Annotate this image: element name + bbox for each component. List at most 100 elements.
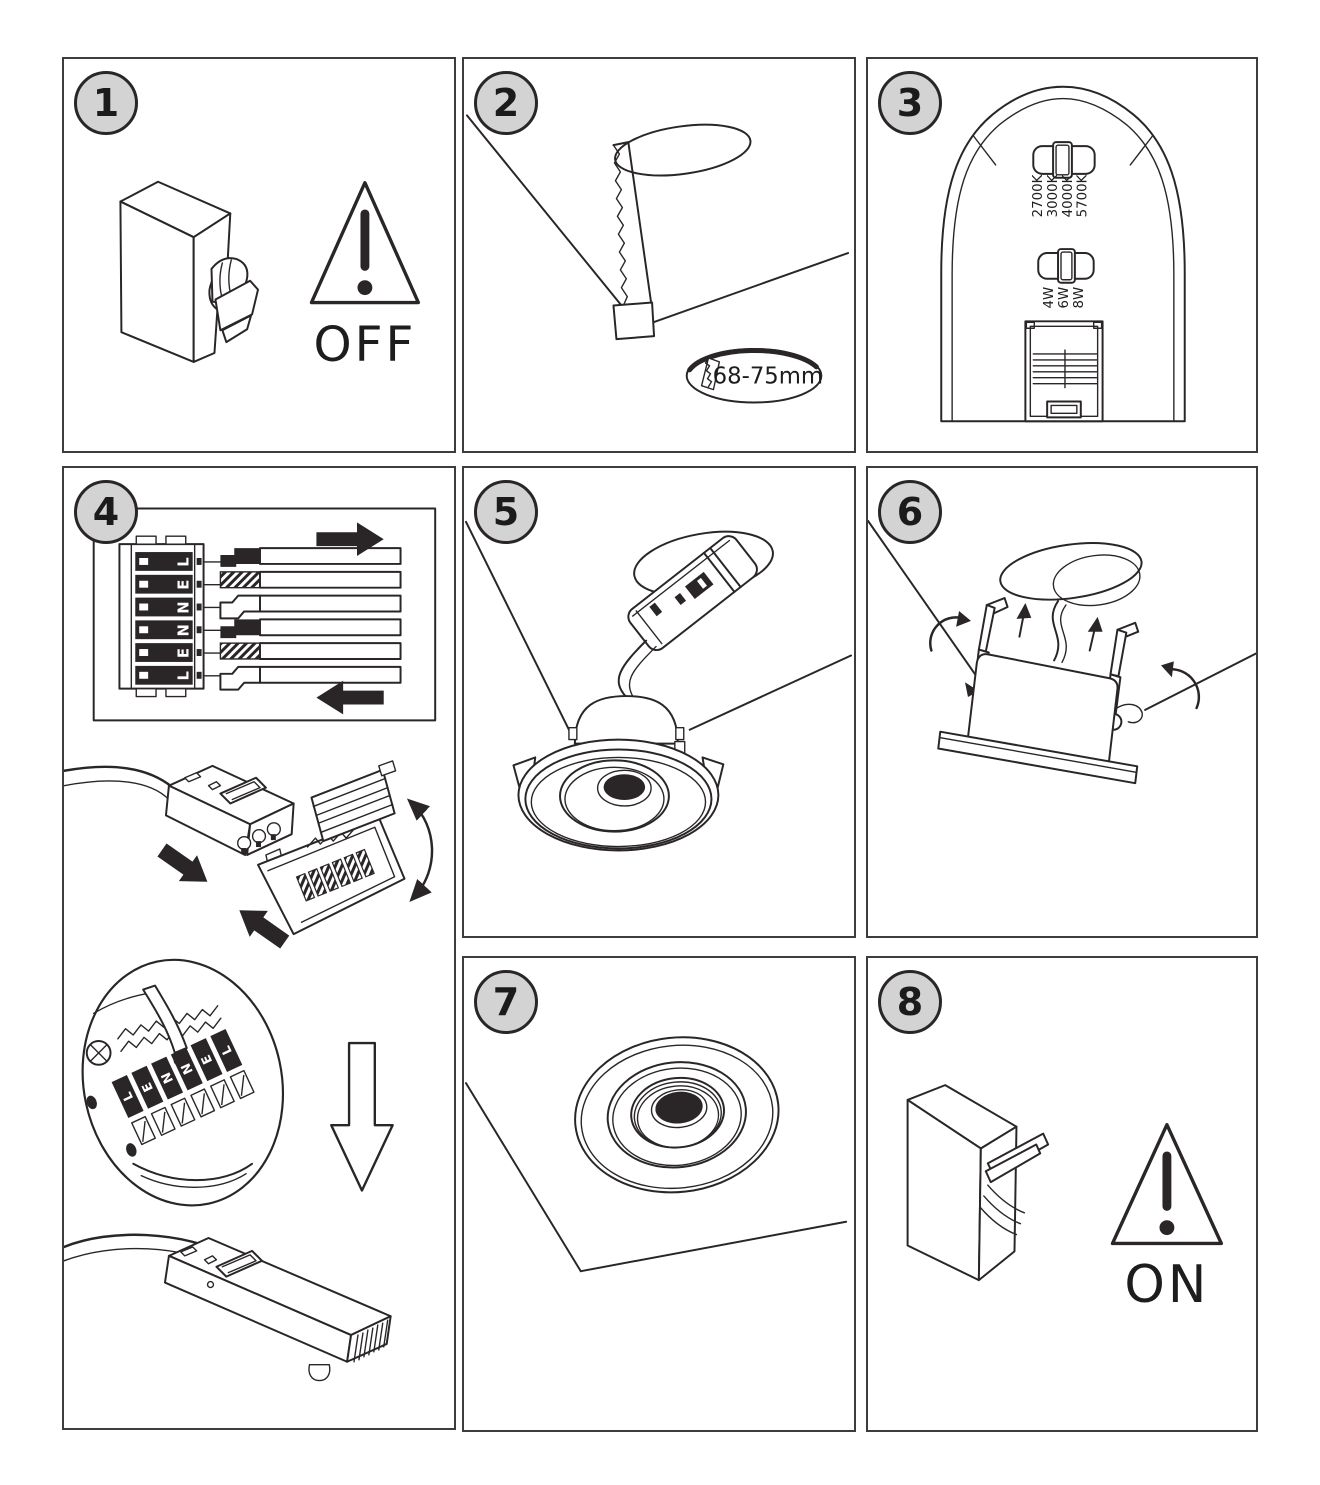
terminal-label: L: [176, 557, 193, 567]
wattage-labels: 4W 6W 8W: [1042, 287, 1087, 309]
wire-leads: [202, 561, 222, 677]
ceiling-hole: [999, 542, 1143, 601]
step-number-badge: 3: [878, 71, 942, 135]
driver-cable: [617, 639, 657, 703]
rotate-arrow-icon: [1160, 661, 1201, 710]
step-panel-5: 5: [462, 466, 856, 938]
step-number: 8: [896, 980, 924, 1024]
svg-text:4000K: 4000K: [1061, 173, 1076, 217]
wire-group-top: [219, 547, 402, 620]
connector-lid: [310, 760, 397, 843]
warning-triangle-icon: [309, 181, 421, 305]
vent-ridges: [353, 1319, 389, 1363]
terminal-detail-view: L E N N E L: [81, 958, 285, 1207]
step-number: 2: [492, 81, 520, 125]
power-off-label: OFF: [313, 317, 416, 373]
step-panel-3: 3 2700K 3000K 4000K 5700K 4W 6W 8W: [866, 57, 1258, 453]
step-number-badge: 4: [74, 480, 138, 544]
circuit-breaker-icon: [119, 180, 260, 363]
svg-text:6W: 6W: [1057, 287, 1072, 309]
step-number: 7: [492, 980, 520, 1024]
cct-labels: 2700K 3000K 4000K 5700K: [1031, 173, 1091, 217]
ceiling-plane: [464, 1082, 848, 1273]
cct-switch: [1032, 141, 1096, 179]
ceiling-plane: [464, 520, 853, 731]
insert-arrow-icon: [316, 522, 384, 557]
push-arrow-icon: [157, 843, 208, 882]
terminal-label: E: [176, 580, 193, 590]
driver-box: [627, 535, 758, 652]
fixture-rear-illustration: 2700K 3000K 4000K 5700K 4W 6W 8W: [940, 85, 1186, 423]
step-number-badge: 1: [74, 71, 138, 135]
svg-text:5700K: 5700K: [1076, 173, 1091, 217]
wiring-diagram-box: L E N N E L: [92, 507, 437, 722]
assembled-driver: [64, 1233, 392, 1382]
power-on-label: ON: [1124, 1255, 1209, 1315]
release-arrow-icon: [316, 680, 384, 715]
svg-text:8W: 8W: [1072, 287, 1087, 309]
step-panel-4: 4: [62, 466, 456, 1430]
terminal-label: N: [176, 624, 193, 636]
step-number: 1: [92, 81, 120, 125]
dimension-callout: 68-75mm: [685, 348, 823, 404]
push-arrow-icon: [239, 910, 290, 949]
step-number: 4: [92, 490, 120, 534]
terminal-label: L: [176, 671, 193, 681]
breaker-off-illustration: OFF: [119, 180, 421, 373]
step-panel-6: 6: [866, 466, 1258, 938]
installed-downlight: [574, 1036, 780, 1194]
ceiling-hole: [614, 123, 752, 177]
close-lid-arrow-icon: [406, 798, 434, 902]
detail-terminal-row: L E N N E L: [111, 1028, 255, 1146]
driver-and-connector: [64, 760, 434, 949]
step-number-badge: 8: [878, 970, 942, 1034]
step-number-badge: 7: [474, 970, 538, 1034]
hole-dimension-label: 68-75mm: [713, 364, 823, 390]
step-panel-8: 8 ON: [866, 956, 1258, 1432]
svg-text:2700K: 2700K: [1031, 173, 1046, 217]
vent-grille: [1032, 349, 1098, 389]
fixture-body: [937, 653, 1139, 785]
step-panel-1: 1 OFF: [62, 57, 456, 453]
ceiling-plane: [868, 519, 1256, 711]
terminal-label: E: [176, 648, 193, 658]
wattage-switch: [1037, 248, 1095, 284]
terminal-connector-block: [1024, 320, 1104, 423]
breaker-on-illustration: ON: [906, 1084, 1224, 1315]
fixture-cable: [1051, 600, 1067, 664]
ceiling-plane: [465, 114, 850, 329]
step-number: 5: [492, 490, 520, 534]
clip-fixture-illustration: [868, 519, 1256, 785]
hole-saw-icon: [612, 141, 656, 341]
step-number-badge: 2: [474, 71, 538, 135]
connector-box: [257, 760, 434, 936]
installed-downlight-illustration: [464, 1036, 848, 1273]
screw-icon: [85, 1040, 112, 1066]
step-number: 3: [896, 81, 924, 125]
step-panel-7: 7: [462, 956, 856, 1432]
cable-loop: [1052, 554, 1141, 607]
rotate-arrow-icon: [929, 610, 971, 652]
up-arrow-icon: [1087, 616, 1103, 652]
step-number: 6: [896, 490, 924, 534]
step-panel-2: 2 68-75mm: [462, 57, 856, 453]
wire-group-bottom: [219, 618, 402, 691]
fixture-rear-housing: [940, 85, 1186, 423]
lens: [655, 1091, 703, 1124]
insert-fixture-illustration: [464, 520, 853, 852]
press-down-arrow-icon: [330, 1041, 394, 1192]
warning-triangle-icon: [1110, 1123, 1224, 1246]
step-number-badge: 5: [474, 480, 538, 544]
svg-text:4W: 4W: [1042, 287, 1057, 309]
terminal-block: L E N N E L: [118, 535, 205, 698]
up-arrow-icon: [1016, 603, 1032, 638]
lens: [603, 774, 646, 800]
wiring-illustration: L E N N E L: [64, 507, 437, 1382]
circuit-breaker-icon: [906, 1084, 1050, 1282]
mini-saw-icon: [700, 357, 721, 391]
terminal-label: N: [176, 601, 193, 613]
cut-hole-illustration: 68-75mm: [465, 114, 850, 404]
driver-box: [164, 764, 295, 865]
step-number-badge: 6: [878, 480, 942, 544]
release-levers: [131, 1069, 255, 1146]
